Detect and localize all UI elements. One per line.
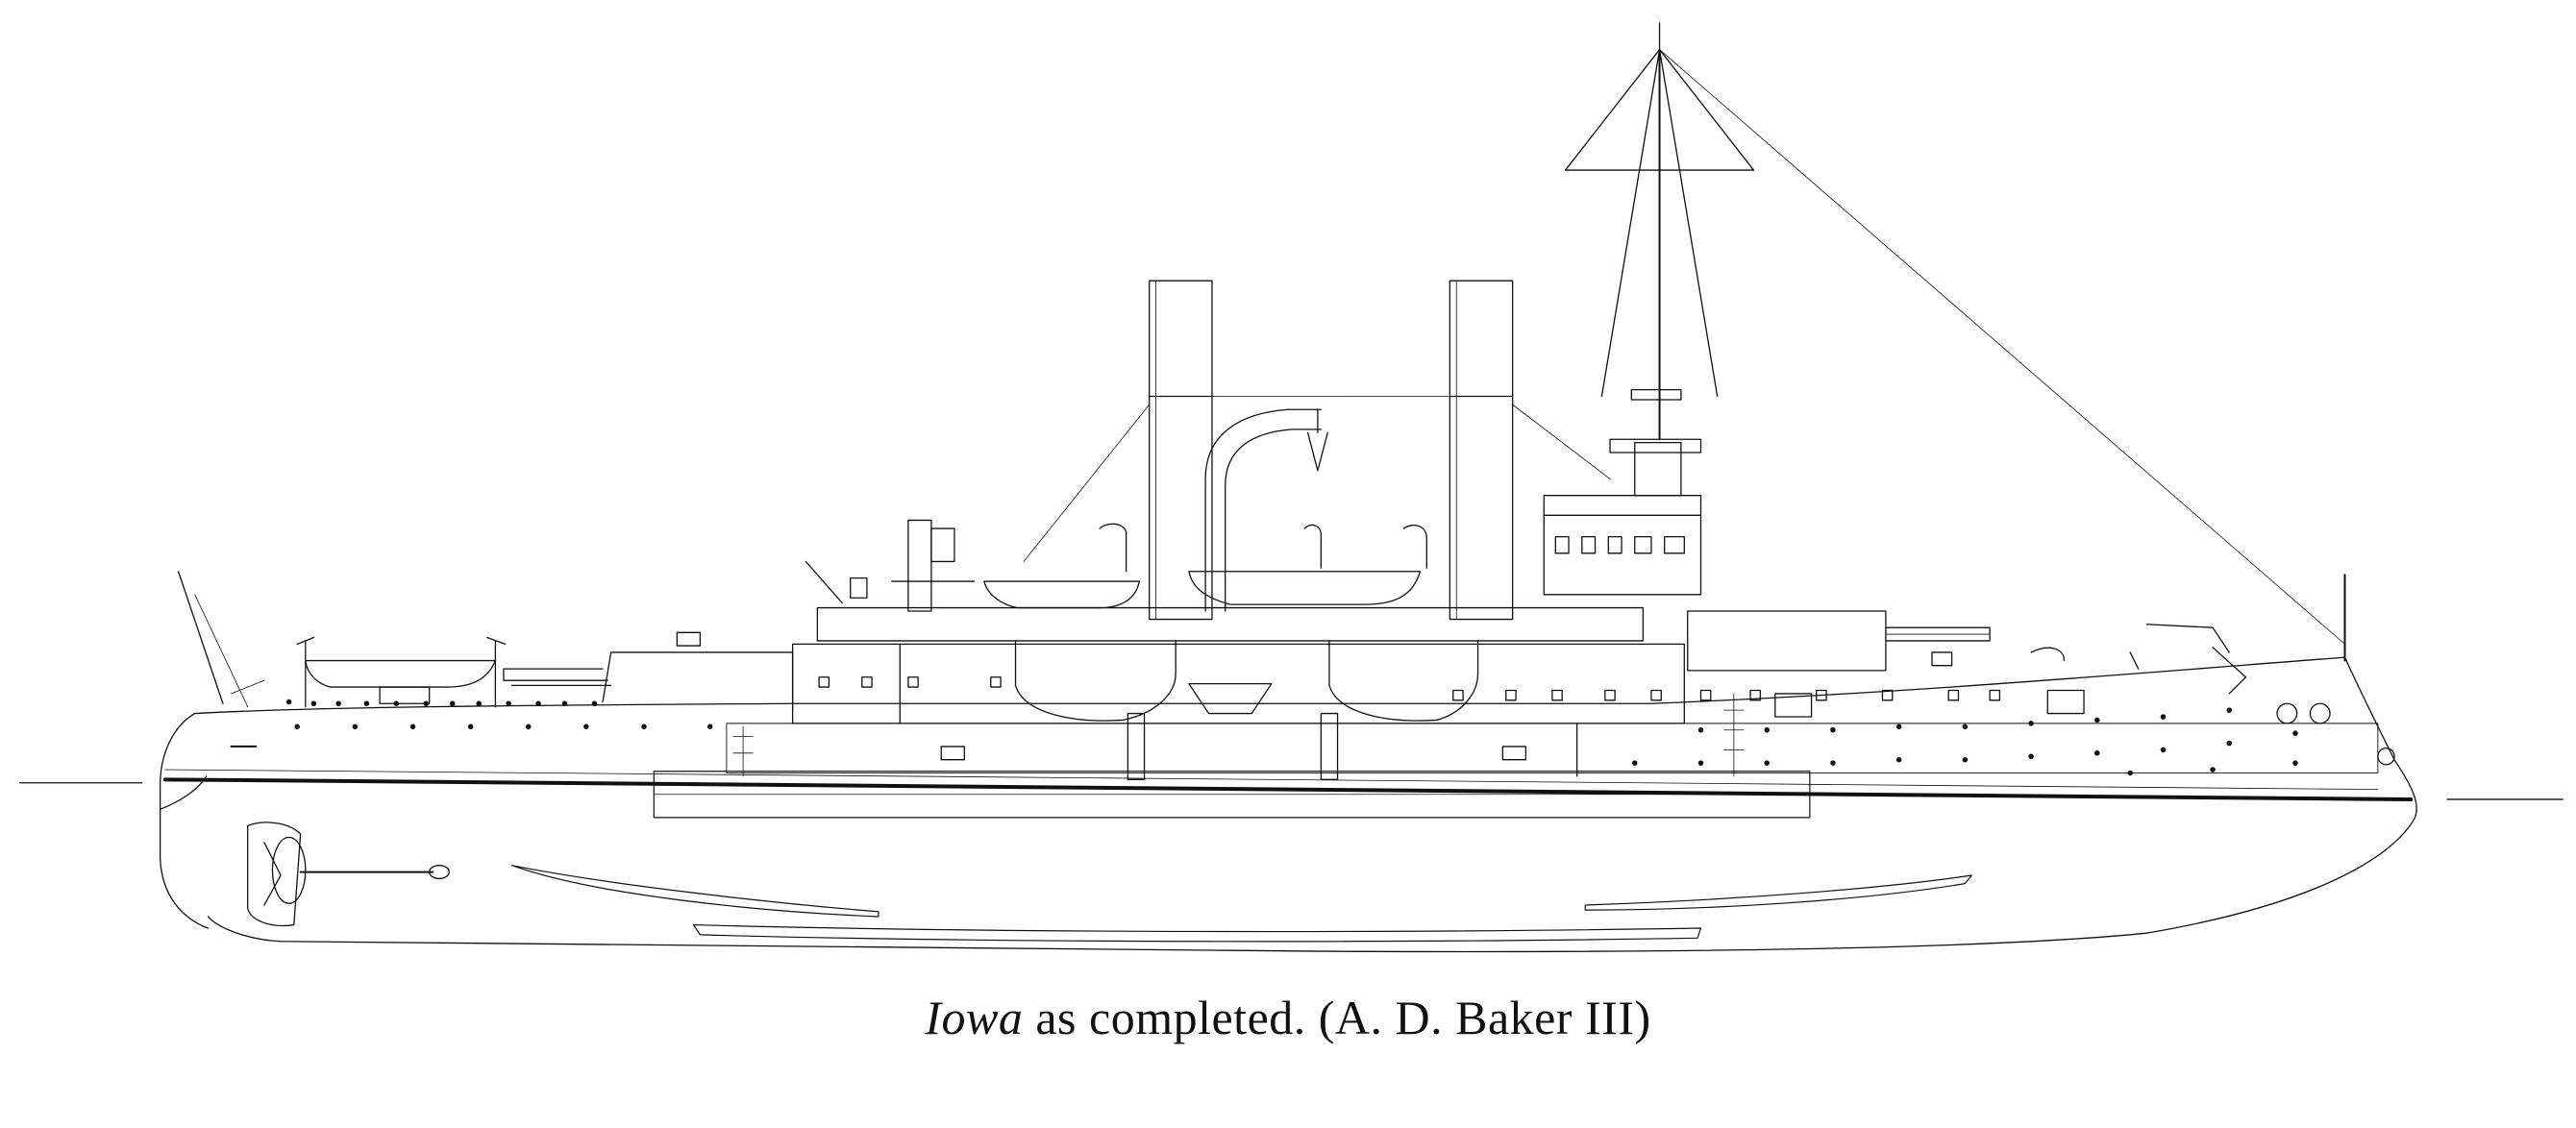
portholes	[285, 699, 2298, 776]
forward-main-turret	[1688, 611, 1990, 671]
rigging	[232, 50, 2345, 694]
foremast	[1544, 23, 1753, 595]
boat-crane	[1205, 397, 1449, 611]
figure-caption: Iowa as completed. (A. D. Baker III)	[0, 990, 2576, 1045]
aft-boat	[297, 637, 505, 706]
waterline-marks	[20, 783, 2564, 799]
caption-ship-name: Iowa	[925, 991, 1024, 1044]
stern-gear	[179, 572, 450, 926]
draft-marks	[733, 694, 1744, 776]
superstructure	[727, 641, 2378, 779]
funnels	[1150, 281, 1513, 619]
hull	[161, 657, 2417, 951]
caption-text: as completed. (A. D. Baker III)	[1023, 991, 1651, 1044]
bow-fittings	[2031, 575, 2394, 765]
aft-main-turret	[504, 632, 793, 710]
aft-bridge	[805, 520, 1643, 640]
